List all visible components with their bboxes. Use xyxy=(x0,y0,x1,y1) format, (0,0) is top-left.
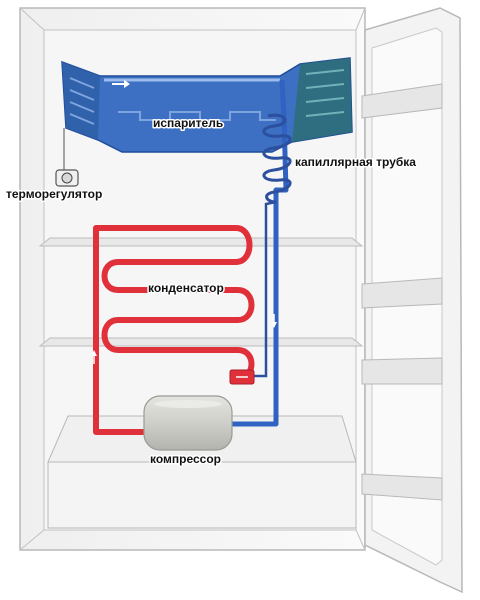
drawer-front xyxy=(47,461,357,529)
evaporator-left-panel xyxy=(62,62,100,140)
shelf-lower xyxy=(38,337,364,347)
capillary-run xyxy=(246,200,277,378)
label-thermostat: терморегулятор xyxy=(6,187,102,201)
thermostat xyxy=(55,128,79,187)
cabinet-edge-br xyxy=(355,529,366,551)
door-shelf-2 xyxy=(361,277,443,309)
label-compressor: компрессор xyxy=(150,452,221,466)
compressor-highlight xyxy=(154,400,222,408)
cabinet-edge-tl xyxy=(19,7,45,31)
arrow-icon xyxy=(124,80,130,88)
evaporator-channels-right xyxy=(305,69,345,117)
condenser-coil xyxy=(93,225,255,435)
evaporator xyxy=(61,57,353,153)
capillary-coil xyxy=(246,113,292,378)
arrow-icon xyxy=(91,350,97,356)
condenser-line xyxy=(91,225,255,435)
shelves xyxy=(38,237,364,347)
arrow-icon xyxy=(271,322,277,328)
thermostat-knob xyxy=(61,172,73,184)
door-shelf-4 xyxy=(361,473,443,501)
compressor xyxy=(143,395,233,451)
door-shelf-3 xyxy=(361,357,443,385)
door-shelf-1 xyxy=(361,83,443,119)
label-capillary-tube: капиллярная трубка xyxy=(295,155,416,169)
cabinet-edge-bl xyxy=(19,529,45,551)
label-condenser: конденсатор xyxy=(148,281,224,295)
capillary-spiral xyxy=(262,113,292,204)
compressor-body xyxy=(143,395,233,451)
cabinet-edge-tr xyxy=(355,7,366,31)
shelf-upper xyxy=(38,237,364,247)
label-evaporator: испаритель xyxy=(153,116,223,130)
evaporator-channels-left xyxy=(69,77,95,125)
door xyxy=(361,7,463,594)
evaporator-channels-bottom xyxy=(118,111,276,121)
